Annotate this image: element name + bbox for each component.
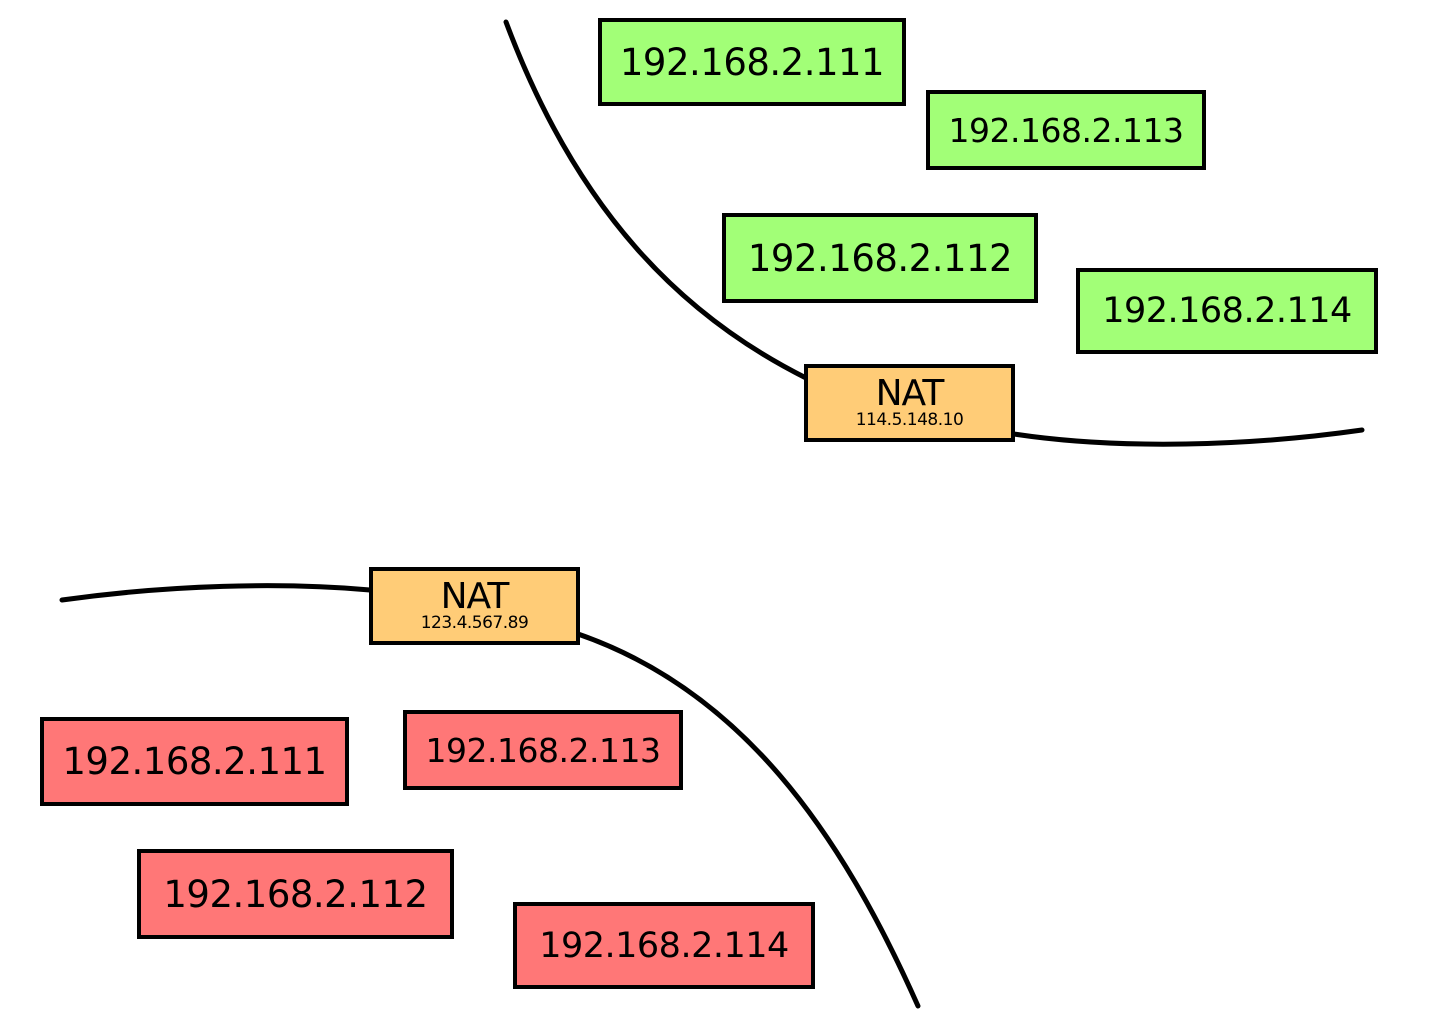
bottom-network-host-box: 192.168.2.114: [513, 902, 815, 989]
bottom-network-host-box: 192.168.2.111: [40, 717, 349, 806]
host-ip-label: 192.168.2.112: [163, 872, 428, 916]
top-network-host-box: 192.168.2.112: [722, 213, 1038, 303]
bottom-network-public-curve: [59, 583, 373, 603]
bottom-network-nat-box: NAT 123.4.567.89: [369, 567, 580, 645]
nat-label: NAT: [440, 576, 510, 617]
nat-label: NAT: [875, 373, 945, 414]
bottom-network-host-box: 192.168.2.112: [137, 849, 454, 939]
bottom-network-boundary-curve: [575, 631, 921, 1009]
host-ip-label: 192.168.2.114: [539, 925, 789, 966]
host-ip-label: 192.168.2.113: [948, 110, 1184, 150]
host-ip-label: 192.168.2.114: [1102, 291, 1352, 331]
top-network-host-box: 192.168.2.114: [1076, 268, 1378, 354]
bottom-network-host-box: 192.168.2.113: [403, 710, 683, 790]
host-ip-label: 192.168.2.113: [425, 730, 661, 770]
host-ip-label: 192.168.2.111: [62, 740, 327, 783]
host-ip-label: 192.168.2.111: [619, 40, 885, 84]
host-ip-label: 192.168.2.112: [747, 236, 1013, 280]
top-network-boundary-curve: [503, 19, 809, 381]
nat-public-ip: 114.5.148.10: [855, 410, 964, 430]
top-network-host-box: 192.168.2.111: [598, 18, 906, 106]
top-network-host-box: 192.168.2.113: [926, 90, 1206, 170]
nat-public-ip: 123.4.567.89: [420, 613, 529, 633]
top-network-nat-box: NAT 114.5.148.10: [804, 364, 1015, 442]
top-network-public-curve: [1011, 427, 1365, 447]
